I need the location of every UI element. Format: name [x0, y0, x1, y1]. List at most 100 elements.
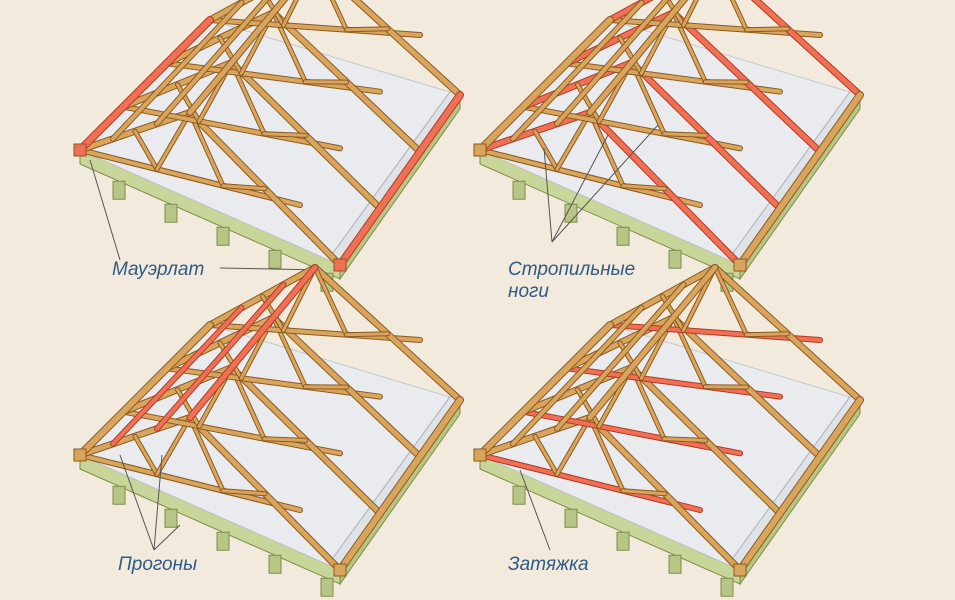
wall-pier [564, 508, 578, 528]
panel-tie: Затяжка [473, 264, 864, 597]
leader-line [543, 124, 659, 243]
wall-pier [216, 226, 230, 246]
leader-line [519, 469, 551, 551]
ridge-purlin [587, 0, 688, 115]
web-member [221, 489, 267, 496]
side-purlin [155, 0, 269, 126]
eave-block [733, 563, 747, 577]
web-member [730, 0, 748, 32]
wall-pier [216, 531, 230, 551]
wall-pier [512, 485, 526, 505]
tie-beam [121, 104, 342, 151]
side-purlin [111, 305, 244, 446]
web-member [662, 437, 708, 442]
ridge-purlin [187, 0, 288, 115]
panel-label: Мауэрлат [112, 259, 204, 280]
web-member [555, 111, 592, 171]
eave-block [333, 563, 347, 577]
web-member [133, 434, 159, 476]
web-member [588, 111, 625, 188]
rafter-left [607, 0, 652, 23]
web-member [533, 129, 559, 171]
panel-label: Прогоны [118, 554, 197, 575]
roof-frame-drawing [473, 264, 864, 597]
ridge-purlin [187, 265, 318, 420]
wall-pier [268, 249, 282, 269]
side-purlin [511, 305, 644, 446]
wall-pier [720, 577, 734, 597]
web-member [621, 184, 667, 191]
label-line-1: Прогоны [118, 554, 197, 575]
web-member [345, 27, 389, 32]
mauerlat-left [77, 322, 213, 458]
label-line-2: ноги [508, 281, 549, 302]
ridge-purlin [587, 265, 718, 420]
wall-pier [668, 249, 682, 269]
web-member [682, 0, 698, 27]
wall-pier [268, 554, 282, 574]
web-member [176, 388, 201, 428]
tie-beam [478, 148, 702, 207]
mauerlat-right [737, 92, 863, 268]
wall-pier [512, 180, 526, 200]
web-member [555, 416, 592, 476]
mauerlat-left [477, 17, 613, 153]
wall-pier [616, 531, 630, 551]
tie-beam [478, 453, 702, 512]
wall-pier [112, 180, 126, 200]
eave-block [473, 448, 487, 462]
eave-block [473, 143, 487, 157]
mauerlat-left [477, 322, 613, 458]
label-line-1: Затяжка [508, 554, 589, 575]
roof-frame-drawing [73, 264, 464, 597]
label-line-1: Стропильные [508, 259, 635, 280]
eave-block [73, 448, 87, 462]
web-member [713, 266, 748, 337]
mauerlat-left [77, 17, 213, 153]
leader-line [119, 454, 181, 551]
web-member [345, 332, 389, 337]
web-member [745, 332, 789, 337]
label-line-1: Мауэрлат [112, 259, 204, 280]
web-member [262, 132, 308, 137]
roof-frame-drawing [73, 0, 464, 292]
eave-block [733, 258, 747, 272]
side-purlin [155, 282, 286, 431]
web-member [282, 0, 298, 27]
web-member [313, 266, 348, 337]
web-member [533, 434, 559, 476]
roof-frame-drawing [473, 0, 864, 292]
mauerlat-right [737, 397, 863, 573]
web-member [155, 111, 192, 171]
panel-mauerlat: Мауэрлат [73, 0, 464, 292]
web-member [221, 184, 267, 191]
tie-beam [521, 104, 742, 151]
web-member [621, 489, 667, 496]
side-purlin [555, 282, 686, 431]
wall-pier [668, 554, 682, 574]
eave-block [73, 143, 87, 157]
panel-purlins: Прогоны [73, 264, 464, 597]
web-member [133, 129, 159, 171]
eave-block [333, 258, 347, 272]
mauerlat-right [337, 397, 463, 573]
tie-beam [78, 148, 302, 207]
web-member [576, 388, 601, 428]
web-member [188, 111, 225, 188]
wall-pier [164, 508, 178, 528]
side-purlin [555, 0, 669, 126]
panel-label: Затяжка [508, 554, 589, 575]
web-member [576, 83, 601, 123]
wall-pier [616, 226, 630, 246]
tie-beam [78, 453, 302, 512]
tie-beam [521, 409, 742, 456]
wall-pier [164, 203, 178, 223]
web-member [176, 83, 201, 123]
side-purlin [111, 0, 244, 141]
wall-pier [320, 577, 334, 597]
tie-beam [121, 409, 342, 456]
web-member [588, 416, 625, 493]
wall-pier [112, 485, 126, 505]
web-member [662, 132, 708, 137]
